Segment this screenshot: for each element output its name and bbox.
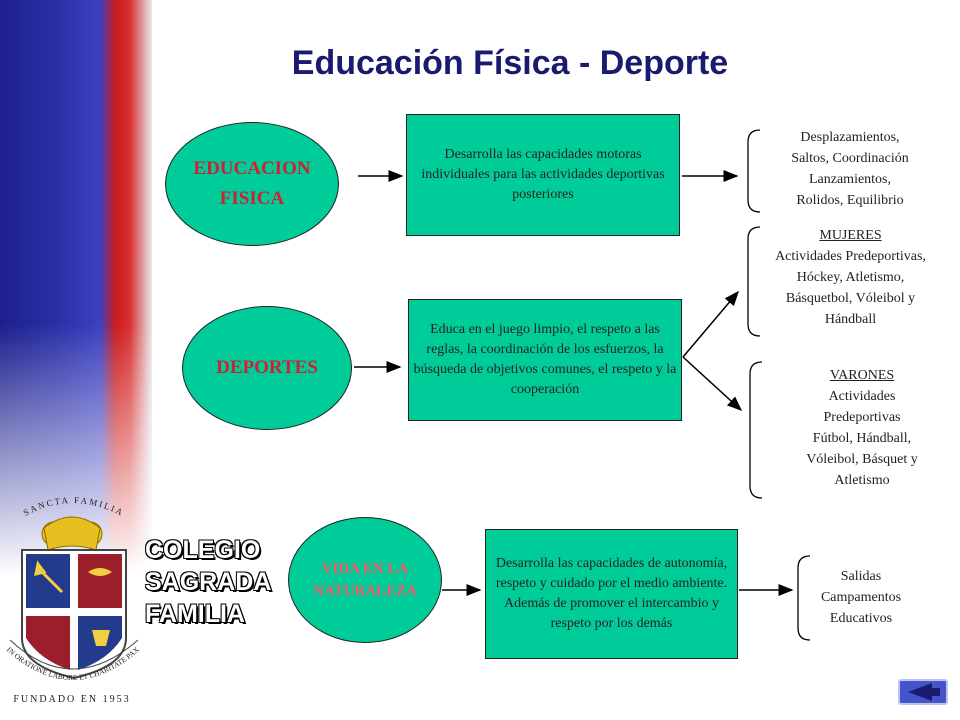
- back-arrow-icon: [908, 683, 932, 701]
- node-educacion-fisica-line2: FISICA: [219, 188, 285, 209]
- mujeres-line: Básquetbol, Vóleibol y: [785, 291, 916, 306]
- bracket-row3: [797, 555, 811, 641]
- result-row3-line: Campamentos: [820, 590, 902, 605]
- crest-quarter: [26, 554, 70, 608]
- lamp-icon: [92, 630, 110, 646]
- mujeres-line: Hóckey, Atletismo,: [796, 270, 905, 285]
- bracket-row1: [747, 129, 761, 213]
- result-row1-line: Lanzamientos,: [808, 172, 892, 187]
- node-vida-line2: NATURALEZA: [313, 583, 417, 599]
- arrow-row2-up: [682, 290, 739, 358]
- node-deportes: DEPORTES: [182, 306, 352, 430]
- arrow-row2-down: [682, 356, 743, 412]
- crest-quarter: [26, 616, 70, 670]
- back-arrow-button[interactable]: [898, 679, 948, 705]
- result-row1-line: Rolidos, Equilibrio: [796, 193, 904, 208]
- school-name-line3: FAMILIA: [145, 600, 245, 628]
- crest-quarter: [78, 554, 122, 608]
- node-educacion-fisica-line1: EDUCACION: [193, 158, 311, 179]
- mujeres-line: Actividades Predeportivas,: [775, 249, 926, 264]
- desc-box-row3: Desarrolla las capacidades de autonomía,…: [485, 529, 738, 659]
- mujeres-line: Hándball: [824, 312, 877, 327]
- result-row3: Salidas Campamentos Educativos: [800, 566, 922, 629]
- crest-top-text: SANCTA FAMILIA: [22, 495, 127, 518]
- dove-icon: [88, 568, 112, 576]
- varones-heading: VARONES: [829, 368, 895, 383]
- bracket-mujeres: [747, 226, 761, 337]
- slide-title: Educación Física - Deporte: [291, 44, 729, 82]
- varones-line: Predeportivas: [823, 410, 901, 425]
- result-varones: VARONES Actividades Predeportivas Fútbol…: [762, 365, 960, 491]
- varones-line: Fútbol, Hándball,: [812, 431, 912, 446]
- node-educacion-fisica: EDUCACION FISICA: [165, 122, 339, 246]
- mujeres-heading: MUJERES: [819, 228, 882, 243]
- node-vida-line1: VIDA EN LA: [321, 561, 409, 577]
- comet-icon: [34, 560, 64, 594]
- result-row1: Desplazamientos, Saltos, Coordinación La…: [755, 127, 945, 211]
- node-vida-naturaleza: VIDA EN LA NATURALEZA: [288, 517, 442, 643]
- crest-founded: FUNDADO EN 1953: [13, 694, 130, 705]
- bracket-varones: [749, 361, 763, 499]
- desc-box-row2: Educa en el juego limpio, el respeto a l…: [408, 299, 682, 421]
- result-mujeres: MUJERES Actividades Predeportivas, Hócke…: [748, 225, 953, 330]
- school-name-line1: COLEGIO: [145, 536, 261, 564]
- result-row3-line: Salidas: [840, 569, 882, 584]
- school-name: COLEGIO SAGRADA FAMILIA: [145, 534, 271, 630]
- result-row1-line: Saltos, Coordinación: [791, 151, 909, 166]
- school-crest-logo: SANCTA FAMILIA IN ORATIONE LABORE ET CHA…: [5, 495, 141, 705]
- school-name-line2: SAGRADA: [145, 568, 272, 596]
- desc-box-row1: Desarrolla las capacidades motoras indiv…: [406, 114, 680, 236]
- varones-line: Actividades: [828, 389, 896, 404]
- result-row1-line: Desplazamientos,: [800, 130, 900, 145]
- result-row3-line: Educativos: [829, 611, 893, 626]
- varones-line: Vóleibol, Básquet y: [806, 452, 918, 467]
- crest-monogram: [41, 516, 103, 551]
- varones-line: Atletismo: [834, 473, 890, 488]
